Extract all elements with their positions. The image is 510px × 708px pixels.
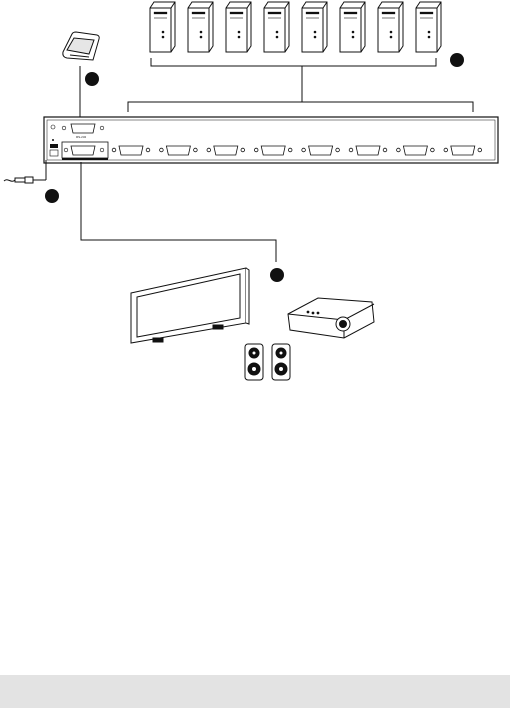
computers-bracket <box>128 58 473 112</box>
audio-plug-icon <box>4 160 46 183</box>
rs232-port-label: RS-232 <box>76 135 87 139</box>
footer-band <box>0 675 510 708</box>
computer-tower-icon <box>188 2 213 52</box>
step-3-badge <box>45 189 59 203</box>
display-icon <box>131 268 249 343</box>
step-2-badge <box>85 72 99 86</box>
computer-tower-icon <box>264 2 289 52</box>
switch-device: RS-232 <box>44 117 498 163</box>
projector-icon <box>288 298 374 338</box>
speaker-icon <box>245 344 263 380</box>
computer-tower-icon <box>302 2 327 52</box>
computer-tower-icon <box>150 2 175 52</box>
computer-towers <box>150 2 441 52</box>
touch-panel-icon <box>63 32 99 60</box>
output-cable <box>81 162 276 262</box>
speaker-icon <box>272 344 290 380</box>
computer-tower-icon <box>416 2 441 52</box>
step-4-badge <box>270 268 284 282</box>
computer-tower-icon <box>340 2 365 52</box>
connection-diagram: RS-232 <box>0 0 510 675</box>
step-1-badge <box>450 53 464 67</box>
computer-tower-icon <box>378 2 403 52</box>
computer-tower-icon <box>226 2 251 52</box>
speakers-icon <box>245 344 290 380</box>
